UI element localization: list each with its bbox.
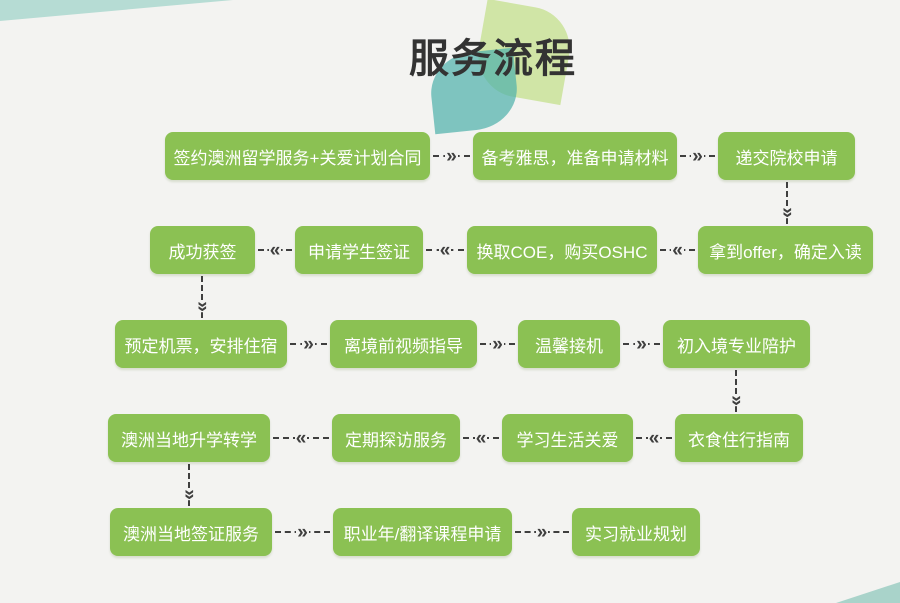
arrow-right-icon: » <box>296 521 309 543</box>
arrow-down: » <box>725 369 747 413</box>
arrow-right: » <box>432 146 471 166</box>
flow-node-arrival-escort: 初入境专业陪护 <box>663 320 810 368</box>
arrow-down-icon: » <box>191 301 213 312</box>
arrow-left: « <box>272 428 330 448</box>
arrow-right-icon: » <box>491 333 504 355</box>
bottom-right-corner-decoration <box>836 582 900 603</box>
arrow-right-icon: » <box>635 333 648 355</box>
arrow-down: » <box>191 275 213 319</box>
arrow-left-icon: « <box>647 427 661 449</box>
arrow-right-icon: » <box>445 145 458 167</box>
arrow-left-icon: « <box>671 239 684 261</box>
arrow-down: » <box>178 463 200 507</box>
arrow-left: « <box>425 240 465 260</box>
arrow-left: « <box>635 428 673 448</box>
flow-node-local-visa-service: 澳洲当地签证服务 <box>110 508 272 556</box>
flow-node-predeparture-video: 离境前视频指导 <box>330 320 477 368</box>
flow-node-living-guide: 衣食住行指南 <box>675 414 803 462</box>
page-title: 服务流程 <box>409 37 577 81</box>
flow-node-py-translation-course: 职业年/翻译课程申请 <box>333 508 512 556</box>
arrow-left-icon: « <box>268 239 282 261</box>
arrow-down-icon: » <box>178 489 200 500</box>
arrow-right-icon: » <box>302 333 315 355</box>
flow-node-ielts-prep: 备考雅思，准备申请材料 <box>473 132 677 180</box>
flow-node-book-flight: 预定机票，安排住宿 <box>115 320 287 368</box>
flow-node-sign-contract: 签约澳洲留学服务+关爱计划合同 <box>165 132 430 180</box>
flow-node-student-visa: 申请学生签证 <box>295 226 423 274</box>
arrow-left-icon: « <box>438 239 452 261</box>
arrow-right: » <box>679 146 716 166</box>
arrow-left: « <box>462 428 500 448</box>
arrow-right: » <box>289 334 328 354</box>
top-left-corner-decoration <box>0 0 233 21</box>
flow-node-airport-pickup: 温馨接机 <box>518 320 620 368</box>
arrow-right: » <box>514 522 570 542</box>
arrow-right-icon: » <box>535 521 549 543</box>
flow-node-submit-application: 递交院校申请 <box>718 132 855 180</box>
arrow-right-icon: » <box>691 145 704 167</box>
arrow-down: » <box>776 181 798 225</box>
arrow-left: « <box>257 240 293 260</box>
arrow-down-icon: » <box>725 395 747 406</box>
arrow-right: » <box>622 334 661 354</box>
arrow-left-icon: « <box>474 427 488 449</box>
arrow-down-icon: » <box>776 207 798 218</box>
flow-node-study-life-care: 学习生活关爱 <box>502 414 633 462</box>
flow-node-career-planning: 实习就业规划 <box>572 508 700 556</box>
arrow-right: » <box>479 334 516 354</box>
flow-node-coe-oshc: 换取COE，购买OSHC <box>467 226 657 274</box>
flow-node-get-offer: 拿到offer，确定入读 <box>698 226 873 274</box>
arrow-left: « <box>659 240 696 260</box>
flow-node-regular-visits: 定期探访服务 <box>332 414 460 462</box>
flow-node-local-transfer: 澳洲当地升学转学 <box>108 414 270 462</box>
arrow-left-icon: « <box>294 427 308 449</box>
arrow-right: » <box>274 522 331 542</box>
flow-node-visa-granted: 成功获签 <box>150 226 255 274</box>
